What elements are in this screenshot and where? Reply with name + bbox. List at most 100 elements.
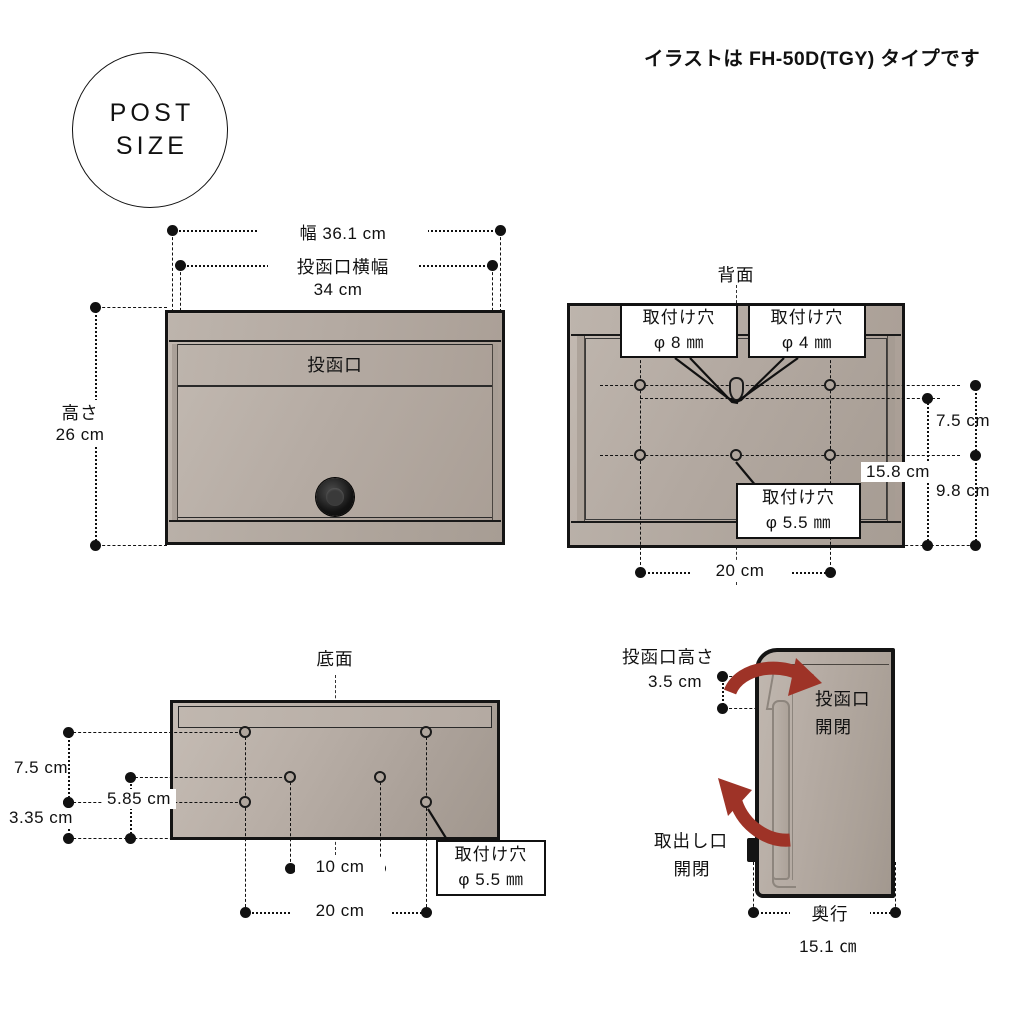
side-slot-action-line1: 投函口 <box>815 689 871 709</box>
callout-bottom-hole-55mm: 取付け穴 φ 5.5 ㎜ <box>436 840 546 896</box>
bottom-dim-335-dot-bottom <box>62 832 74 844</box>
illustration-type-note: イラストは FH-50D(TGY) タイプです <box>644 48 980 70</box>
bottom-hole-mid-right <box>374 771 386 783</box>
side-view-group: 投函口高さ 3.5 cm 投函口 開閉 取出し口 開閉 <box>600 600 1024 1024</box>
front-rail-left <box>172 344 178 520</box>
badge-line-2: SIZE <box>115 132 189 160</box>
bottom-view-title: 底面 <box>316 649 354 669</box>
callout-bottom-line1: 取付け穴 <box>454 845 528 865</box>
bottom-dim-75-line <box>68 732 70 802</box>
back-view-group: 背面 <box>567 265 991 585</box>
side-slot-height-label: 投函口高さ <box>622 647 715 667</box>
side-bottom-hook <box>772 872 796 888</box>
front-view-group: 幅 36.1 cm 投函口横幅 34 cm 高さ 26 cm 投函口 <box>0 0 560 600</box>
back-dim-98-line <box>975 455 977 545</box>
bottom-view-group: 底面 7.5 cm 3.35 cm 5.85 cm <box>0 600 580 1024</box>
callout-hole-4mm: 取付け穴 φ 4 ㎜ <box>748 304 866 358</box>
front-width-ext-left <box>172 232 173 312</box>
front-height-value: 26 cm <box>44 425 116 445</box>
bottom-hole-mid-left <box>284 771 296 783</box>
bottom-dim-20-label: 20 cm <box>290 901 390 921</box>
bottom-guide-col-3 <box>380 777 381 867</box>
callout-55mm-line1: 取付け穴 <box>762 488 835 508</box>
badge-line-1: POST <box>109 98 195 127</box>
side-outlet-action-line2: 開閉 <box>673 859 711 879</box>
side-depth-value: 15.1 ㎝ <box>799 937 857 956</box>
back-dim-158-label: 15.8 cm <box>861 462 935 482</box>
mounting-keyhole-center <box>729 377 744 401</box>
back-dim-75-line <box>975 385 977 455</box>
back-hole-row-lower-line <box>600 455 960 456</box>
mounting-hole-upper-right <box>824 379 836 391</box>
back-rail-right <box>887 336 895 522</box>
side-slot-action-line2: 開閉 <box>815 717 852 737</box>
side-outlet-action-line1: 取出し口 <box>654 831 728 851</box>
post-size-badge: POST SIZE <box>72 52 228 208</box>
callout-hole-8mm: 取付け穴 φ 8 ㎜ <box>620 304 738 358</box>
callout-8mm-line2: φ 8 ㎜ <box>654 333 704 352</box>
front-height-ext-top <box>97 307 167 308</box>
callout-hole-55mm: 取付け穴 φ 5.5 ㎜ <box>736 483 861 539</box>
bottom-hole-rear-right <box>420 726 432 738</box>
side-top-edge <box>775 658 889 665</box>
side-depth-ext-left <box>753 862 754 912</box>
back-dim-ext-bottom <box>900 545 980 546</box>
front-slot-width-dot-left <box>174 259 186 271</box>
back-dim-98-label: 9.8 cm <box>936 481 991 500</box>
front-slot-width-dot-right <box>486 259 498 271</box>
front-slot-width-label: 投函口横幅 <box>268 254 418 279</box>
bottom-dim-585-label: 5.85 cm <box>102 789 176 809</box>
bottom-hole-front-right <box>420 796 432 808</box>
bottom-guide-col-4 <box>426 732 427 912</box>
back-callout-leaders <box>674 357 799 491</box>
mounting-hole-lower-center <box>730 449 742 461</box>
side-latch-knob[interactable] <box>747 838 759 862</box>
bottom-top-band <box>178 706 492 728</box>
front-top-hood <box>169 314 501 342</box>
front-width-ext-right <box>500 232 501 312</box>
slot-open-arrow <box>723 658 822 696</box>
front-width-label: 幅 36.1 cm <box>258 219 428 244</box>
back-hole-row-upper-line <box>600 385 960 386</box>
bottom-dim-10-label: 10 cm <box>295 857 385 877</box>
bottom-guide-row-rear <box>68 732 248 733</box>
side-depth-dot-right <box>889 906 901 918</box>
front-slot-width-value: 34 cm <box>313 280 363 299</box>
side-depth-dot-left <box>747 906 759 918</box>
callout-4mm-line1: 取付け穴 <box>770 308 844 328</box>
bottom-dim-10-dot-left <box>284 862 296 874</box>
callout-bottom-line2: φ 5.5 ㎜ <box>458 870 524 889</box>
front-height-dot-bottom <box>89 539 101 551</box>
side-depth-label: 奥行 <box>790 901 870 926</box>
bottom-dim-20-dot-left <box>239 906 251 918</box>
side-depth-ext-right <box>895 862 896 912</box>
bottom-guide-row-edge <box>68 838 178 839</box>
bottom-dim-335-label: 3.35 cm <box>4 808 78 828</box>
bottom-guide-row-mid <box>130 777 292 778</box>
side-slot-dim-dot-bottom <box>716 702 728 714</box>
mounting-hole-upper-left <box>634 379 646 391</box>
front-height-label: 高さ <box>48 400 112 425</box>
mounting-hole-lower-left <box>634 449 646 461</box>
front-slot-label: 投函口 <box>307 355 363 375</box>
lock-knob[interactable] <box>316 478 354 516</box>
side-slot-dim-line <box>722 676 724 708</box>
front-rail-right <box>492 344 498 520</box>
bottom-dim-585-dot-bottom <box>124 832 136 844</box>
side-slot-height-value: 3.5 cm <box>648 672 703 691</box>
back-dim-75-label: 7.5 cm <box>936 411 991 430</box>
outlet-open-arrow <box>718 778 791 847</box>
mounting-hole-lower-right <box>824 449 836 461</box>
callout-4mm-line2: φ 4 ㎜ <box>782 333 832 352</box>
bottom-hole-front-left <box>239 796 251 808</box>
front-width-dim-dot-right <box>494 224 506 236</box>
back-keyhole-row-line <box>640 398 940 399</box>
back-view-title: 背面 <box>717 265 755 285</box>
back-dim-20-label: 20 cm <box>690 561 790 581</box>
side-door-inner-line <box>792 675 793 880</box>
bottom-dim-75-label: 7.5 cm <box>14 758 69 777</box>
front-width-dim-dot-left <box>166 224 178 236</box>
bottom-hole-rear-left <box>239 726 251 738</box>
back-dim-20-dot-left <box>634 566 646 578</box>
bottom-dim-20-dot-right <box>420 906 432 918</box>
